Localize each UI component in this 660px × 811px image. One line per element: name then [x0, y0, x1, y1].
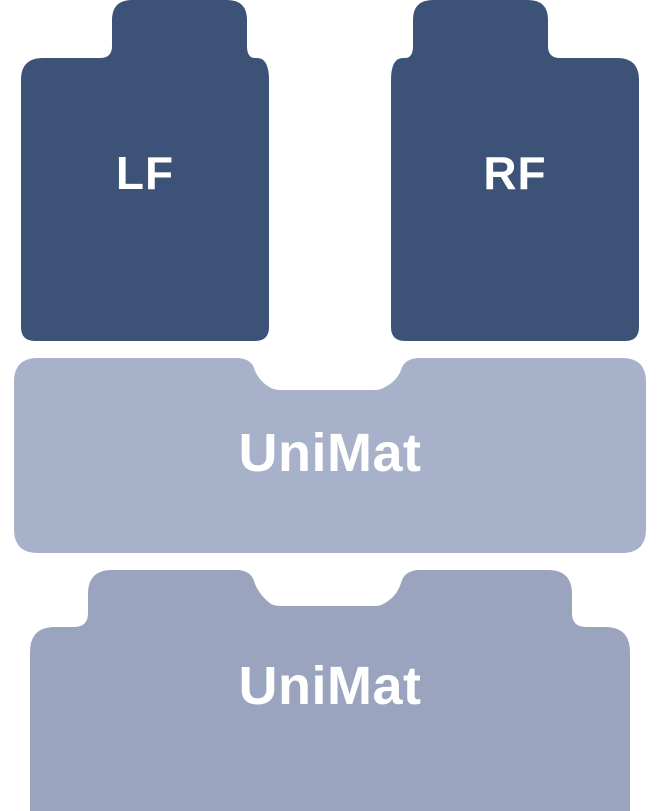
- front-left-mat-label: LF: [116, 147, 174, 199]
- rear-unimat-shape: [30, 570, 630, 811]
- middle-unimat-shape: [14, 358, 646, 553]
- front-left-mat-shape: [21, 0, 269, 341]
- rear-unimat-label: UniMat: [239, 656, 422, 716]
- middle-unimat-label: UniMat: [239, 423, 422, 483]
- front-right-mat-label: RF: [483, 147, 546, 199]
- front-right-mat-shape: [391, 0, 639, 341]
